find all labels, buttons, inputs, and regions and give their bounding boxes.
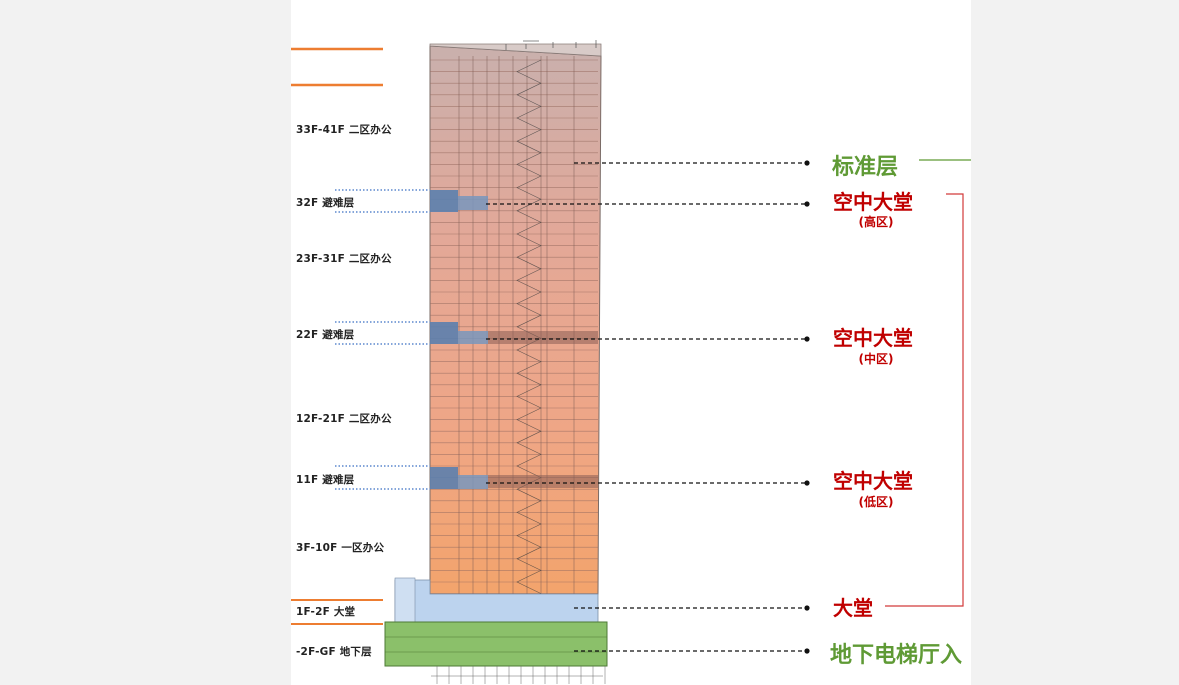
refuge-floor-22f (430, 322, 598, 344)
floor-label-23f-31f: 23F-31F 二区办公 (296, 253, 392, 265)
basement-block (384, 621, 608, 667)
building-section-diagram (291, 40, 971, 684)
basement-lines (385, 636, 607, 653)
roof-details (505, 40, 597, 50)
floor-label-32f: 32F 避难层 (296, 197, 355, 209)
slide: 33F-41F 二区办公 32F 避难层 23F-31F 二区办公 22F 避难… (291, 0, 971, 685)
floor-label-basement: -2F-GF 地下层 (296, 646, 372, 658)
floor-label-12f-21f: 12F-21F 二区办公 (296, 413, 392, 425)
annotation-sky-lobby-high: 空中大堂 (833, 190, 913, 214)
refuge-floor-32f (430, 190, 488, 212)
annotation-sky-lobby-mid: 空中大堂 (833, 326, 913, 350)
floor-label-22f: 22F 避难层 (296, 329, 355, 341)
lobby-annex (394, 577, 416, 623)
leader-dots (804, 160, 810, 654)
annotation-sky-lobby-low-sub: (低区) (858, 495, 894, 509)
floor-lines (430, 59, 598, 594)
leader-lines (486, 162, 806, 652)
sky-lobby-bracket (885, 193, 964, 607)
annotation-sky-lobby-high-sub: (高区) (858, 215, 894, 229)
refuge-floor-11f (430, 467, 598, 489)
floor-label-11f: 11F 避难层 (296, 474, 355, 486)
annotation-sky-lobby-low: 空中大堂 (833, 469, 913, 493)
annotation-standard-floor: 标准层 (832, 155, 899, 180)
tower-body (429, 45, 602, 595)
annotation-sky-lobby-mid-sub: (中区) (858, 352, 894, 366)
tower-roof (429, 43, 602, 57)
annotation-lobby: 大堂 (833, 596, 873, 620)
structure-lines (458, 56, 575, 594)
floor-label-33f-41f: 33F-41F 二区办公 (296, 124, 392, 136)
stair-core (516, 59, 542, 594)
floor-label-3f-10f: 3F-10F 一区办公 (296, 542, 385, 554)
floor-label-1f-2f: 1F-2F 大堂 (296, 606, 356, 618)
annotation-basement-elevator-hall: 地下电梯厅入 (830, 643, 963, 668)
foundation-ticks (431, 666, 606, 684)
